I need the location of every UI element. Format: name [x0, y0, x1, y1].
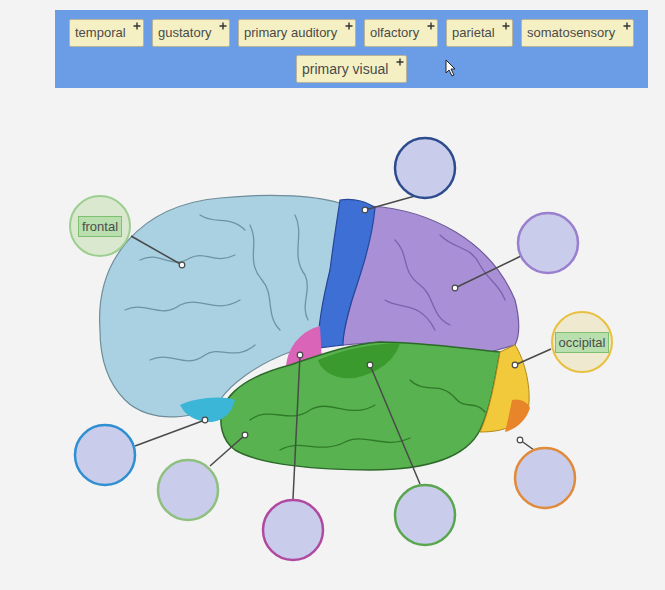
drag-plus-icon: [427, 22, 435, 30]
drag-plus-icon: [623, 22, 631, 30]
draggable-term-chip: temporal: [69, 19, 144, 47]
auditory-area: [318, 343, 400, 378]
placed-label: frontal: [78, 216, 122, 237]
leader-dots: [179, 207, 523, 443]
draggable-term-chip: gustatory: [152, 19, 230, 47]
empty-drop-targets: [75, 138, 578, 560]
term-text: primary visual: [297, 56, 388, 82]
label-drop-circle: occipital: [551, 311, 613, 373]
term-text: primary auditory: [239, 20, 337, 46]
olfactory-area: [180, 398, 235, 422]
drag-plus-icon: [396, 58, 404, 66]
draggable-term-chip: primary visual: [296, 55, 407, 83]
label-drop-circle: frontal: [69, 195, 131, 257]
visual-area: [505, 399, 530, 432]
term-text: olfactory: [365, 20, 419, 46]
placed-label: occipital: [555, 332, 610, 353]
draggable-term-chip: somatosensory: [521, 19, 634, 47]
term-text: parietal: [447, 20, 495, 46]
draggable-term-chip: olfactory: [364, 19, 438, 47]
mouse-cursor: [446, 60, 455, 76]
drag-plus-icon: [345, 22, 353, 30]
draggable-term-chip: parietal: [446, 19, 513, 47]
leader-lines: [131, 196, 551, 499]
term-text: temporal: [70, 20, 126, 46]
temporal-lobe: [221, 342, 500, 470]
occipital-lobe: [480, 345, 529, 432]
draggable-term-chip: primary auditory: [238, 19, 356, 47]
drag-plus-icon: [502, 22, 510, 30]
term-text: gustatory: [153, 20, 211, 46]
term-text: somatosensory: [522, 20, 615, 46]
somatosensory-strip: [318, 199, 375, 348]
drag-plus-icon: [219, 22, 227, 30]
sulci: [250, 380, 485, 450]
drag-plus-icon: [133, 22, 141, 30]
sulci: [125, 215, 308, 361]
sulci: [385, 235, 505, 330]
